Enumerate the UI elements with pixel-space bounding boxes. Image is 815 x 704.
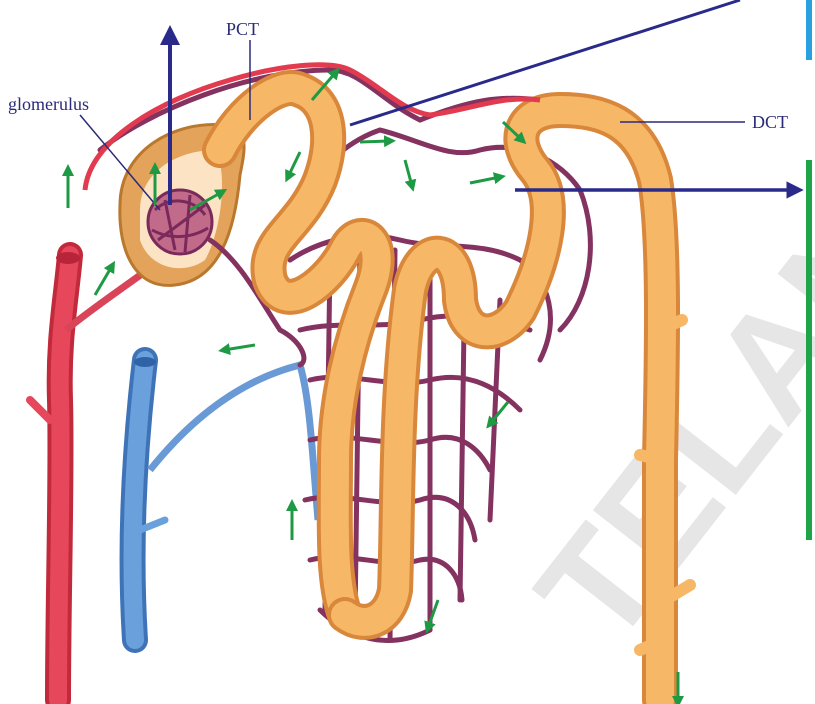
flow-arrow [95, 266, 112, 295]
dct-label: DCT [752, 112, 788, 132]
flow-arrow [224, 345, 255, 350]
pct-tubule [220, 88, 377, 615]
flow-arrow [288, 152, 300, 177]
flow-arrow [405, 160, 412, 186]
side-bar-green [806, 160, 812, 540]
side-bar-blue [806, 0, 812, 60]
flow-arrow [470, 177, 500, 183]
flow-arrow [360, 141, 390, 142]
pct-label: PCT [226, 19, 259, 39]
glomerulus [148, 190, 212, 254]
glomerulus-label: glomerulus [8, 94, 89, 114]
renal-vein [132, 357, 318, 640]
